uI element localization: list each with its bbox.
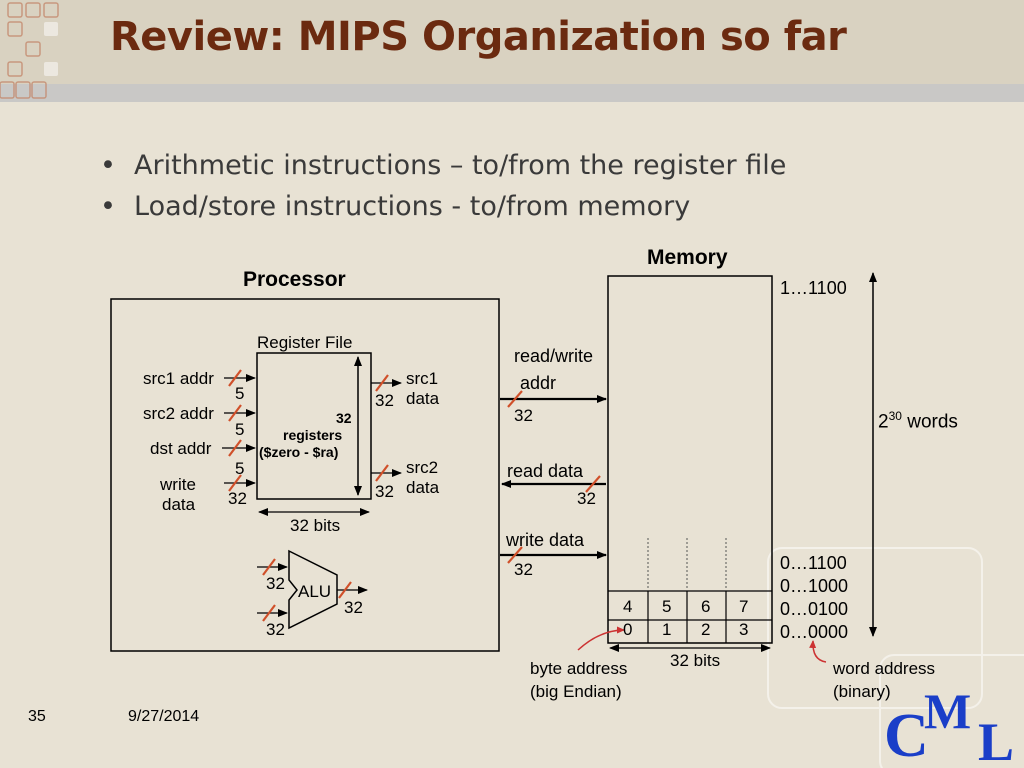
write-data-bus-width: 32 — [514, 560, 533, 579]
src1-addr-label: src1 addr — [143, 369, 214, 388]
memory-size-unit: words — [901, 411, 958, 433]
width-slash — [228, 369, 242, 387]
bullet-dot: • — [100, 150, 116, 181]
memory-size-exponent: 30 — [888, 409, 902, 423]
width-slash — [375, 374, 389, 392]
write-data-width: 32 — [228, 489, 247, 508]
bus-width-slashes — [228, 369, 601, 622]
register-count: 32 — [336, 410, 352, 426]
processor-label: Processor — [243, 268, 346, 291]
svg-text:L: L — [978, 712, 1014, 768]
svg-text:C: C — [884, 702, 929, 768]
alu-label: ALU — [298, 582, 332, 601]
alu-shape — [288, 549, 338, 630]
alu-input-b-width: 32 — [266, 620, 285, 639]
slide-title: Review: MIPS Organization so far — [110, 14, 847, 60]
byte-address-note-line1: byte address — [530, 659, 628, 678]
width-slash — [507, 546, 523, 564]
word-address-note-line2: (binary) — [833, 682, 891, 701]
bullet-list: • Arithmetic instructions – to/from the … — [100, 150, 786, 232]
memory-byte-cell: 0 — [623, 620, 633, 639]
src1-data-label-line2: data — [406, 389, 440, 408]
word-address-pointer — [809, 640, 827, 663]
memory-address: 0…1100 — [780, 553, 847, 573]
alu-input-a-width: 32 — [266, 574, 285, 593]
memory-byte-cell: 2 — [701, 620, 711, 639]
src2-addr-label: src2 addr — [143, 404, 214, 423]
memory-address: 0…0100 — [780, 599, 849, 619]
memory-address: 0…0000 — [780, 622, 849, 642]
memory-byte-cell: 4 — [623, 597, 633, 616]
word-address-note-line1: word address — [833, 659, 936, 678]
memory-box — [607, 275, 773, 644]
addr-bus-label-line2: addr — [520, 373, 557, 393]
addr-bus-label: read/write — [514, 346, 594, 366]
title-underline — [0, 84, 1024, 102]
page-number: 35 — [28, 708, 46, 725]
memory-address: 0…1000 — [780, 576, 849, 596]
register-file-box — [256, 352, 372, 500]
bullet-text: Arithmetic instructions – to/from the re… — [134, 150, 787, 181]
bullet-item: • Load/store instructions - to/from memo… — [100, 191, 786, 222]
decorative-squares — [0, 2, 59, 99]
read-data-bus-width: 32 — [577, 489, 596, 508]
width-slash — [585, 475, 601, 493]
dst-addr-width: 5 — [235, 459, 245, 478]
cml-logo: C M L — [884, 684, 1014, 768]
byte-address-note-line2: (big Endian) — [530, 682, 622, 701]
width-slash — [262, 558, 276, 576]
width-slash — [228, 439, 242, 457]
src2-data-label-line1: src2 — [406, 458, 439, 477]
memory-byte-cell: 3 — [739, 620, 749, 639]
memory-top-address: 1…1100 — [780, 278, 847, 298]
src2-data-label-line2: data — [406, 478, 440, 497]
src1-addr-width: 5 — [235, 384, 245, 403]
register-width-label: 32 bits — [290, 516, 341, 535]
write-data-label-line1: write — [160, 475, 196, 494]
width-slash — [228, 404, 242, 422]
title-bar — [0, 0, 1024, 84]
svg-text:M: M — [924, 684, 971, 739]
read-data-bus-label: read data — [507, 461, 584, 481]
alu-output-width: 32 — [344, 598, 363, 617]
memory-byte-cell: 6 — [701, 597, 711, 616]
register-count-label: registers — [283, 427, 343, 443]
watermark-box — [879, 654, 1024, 768]
addr-bus-width: 32 — [514, 406, 533, 425]
src1-data-width: 32 — [375, 391, 394, 410]
memory-byte-cell: 5 — [662, 597, 672, 616]
slide-date: 9/27/2014 — [128, 708, 200, 725]
memory-label: Memory — [647, 246, 728, 269]
width-slash — [375, 464, 389, 482]
width-slash — [228, 474, 242, 492]
bullet-item: • Arithmetic instructions – to/from the … — [100, 150, 786, 181]
src1-data-label-line1: src1 — [406, 369, 439, 388]
bullet-dot: • — [100, 191, 116, 222]
src2-data-width: 32 — [375, 482, 394, 501]
src2-addr-width: 5 — [235, 420, 245, 439]
memory-byte-cell: 1 — [662, 620, 672, 639]
width-slash — [507, 390, 523, 408]
memory-size-label: 230 words — [878, 406, 958, 432]
write-data-label-line2: data — [162, 495, 196, 514]
dst-addr-label: dst addr — [150, 439, 212, 458]
memory-byte-cell: 7 — [739, 597, 749, 616]
width-slash — [338, 581, 352, 599]
memory-width-label: 32 bits — [670, 651, 721, 670]
bullet-text: Load/store instructions - to/from memory — [134, 191, 691, 222]
register-range-label: ($zero - $ra) — [259, 444, 339, 460]
processor-box — [110, 298, 500, 652]
write-data-bus-label: write data — [506, 530, 585, 550]
register-file-title: Register File — [257, 333, 353, 352]
memory-size-base: 2 — [878, 411, 889, 433]
width-slash — [262, 604, 276, 622]
byte-address-pointer — [577, 626, 625, 651]
